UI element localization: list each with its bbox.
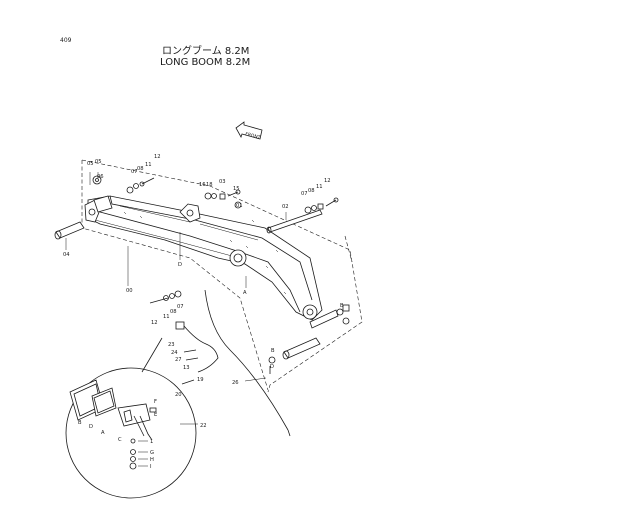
dashed-outline <box>81 159 363 393</box>
label-03: 03 <box>219 179 226 185</box>
label-B-right: B <box>340 303 344 309</box>
hose-line <box>204 289 291 437</box>
label-26: 26 <box>232 380 239 386</box>
foot-pin <box>54 221 85 240</box>
washer-stack-left-top <box>92 175 155 194</box>
label-23: 23 <box>168 342 175 348</box>
bolt-group-mid <box>149 290 182 304</box>
label-G: G <box>150 450 154 456</box>
label-15: 15 <box>233 186 240 192</box>
label-13: 13 <box>183 365 190 371</box>
title-japanese: ロングブーム 8.2M <box>162 44 249 57</box>
label-11-a: 11 <box>145 162 152 168</box>
harness-connector <box>175 321 219 385</box>
label-16: 16 <box>199 182 206 188</box>
label-F: F <box>154 399 157 405</box>
label-12-b: 12 <box>324 178 331 184</box>
lamp-detail <box>65 367 197 499</box>
washer-stack-right-lower <box>336 304 350 325</box>
boom-body <box>84 195 323 321</box>
title-english: LONG BOOM 8.2M <box>160 57 250 68</box>
label-A-detail: A <box>101 430 105 436</box>
label-11-b: 11 <box>316 184 323 190</box>
label-20: 20 <box>175 392 182 398</box>
label-06: 06 <box>97 174 104 180</box>
label-12-c: 12 <box>151 320 158 326</box>
washer-stack-right-top <box>304 197 339 214</box>
label-11-c: 11 <box>163 314 170 320</box>
part-number-labels: 05 05 06 07 08 11 12 16 18 03 15 01 02 0… <box>63 154 344 470</box>
label-19: 19 <box>197 377 204 383</box>
leader-lines <box>65 172 287 425</box>
front-arrow-icon: FRONT <box>235 121 263 141</box>
label-detail-1: 1 <box>150 439 153 445</box>
label-05-b: 05 <box>95 159 102 165</box>
lower-pin <box>282 337 321 360</box>
label-07-a: 07 <box>131 169 138 175</box>
label-B-lower: B <box>271 348 275 354</box>
label-24: 24 <box>171 350 178 356</box>
label-H: H <box>150 457 154 463</box>
label-00: 00 <box>126 288 133 294</box>
label-D-detail: D <box>89 424 93 430</box>
label-C-detail: C <box>118 437 122 443</box>
upper-pin <box>266 209 323 234</box>
label-12-a: 12 <box>154 154 161 160</box>
page-number: 409 <box>60 37 72 44</box>
label-07-c: 07 <box>177 304 184 310</box>
label-08-c: 08 <box>170 309 177 315</box>
washer-stack-lower-pin <box>268 356 276 374</box>
label-01: 01 <box>236 203 243 209</box>
label-D-top: D <box>178 262 182 268</box>
label-18: 18 <box>206 182 213 188</box>
label-08-a: 08 <box>137 166 144 172</box>
label-27: 27 <box>175 357 182 363</box>
label-22: 22 <box>200 423 207 429</box>
label-D-lower: D <box>270 364 274 370</box>
label-A-boom: A <box>243 290 247 296</box>
side-pin <box>309 309 339 329</box>
label-04: 04 <box>63 252 70 258</box>
label-05-a: 05 <box>87 161 94 167</box>
label-02: 02 <box>282 204 289 210</box>
label-I: I <box>150 464 152 470</box>
label-07-b: 07 <box>301 191 308 197</box>
label-08-b: 08 <box>308 188 315 194</box>
label-B-detail: B <box>78 420 82 426</box>
leader-to-lamp <box>141 337 163 373</box>
washer-stack-center-top <box>204 189 242 209</box>
svg-text:FRONT: FRONT <box>244 131 261 141</box>
label-E: E <box>154 412 157 418</box>
